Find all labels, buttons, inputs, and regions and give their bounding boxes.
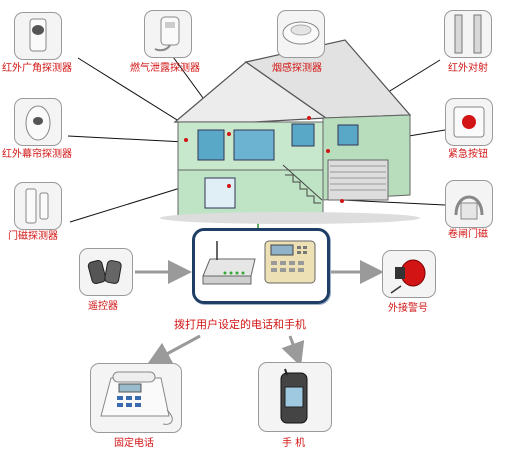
ir-wide-angle-card xyxy=(14,12,62,60)
panic-button-card xyxy=(445,98,493,146)
panic-button-icon xyxy=(453,106,485,138)
smoke-detector-icon xyxy=(282,21,320,45)
remote-label: 遥控器 xyxy=(88,301,118,312)
siren-card xyxy=(382,250,436,298)
remote-control-icon xyxy=(87,259,122,285)
smoke-card xyxy=(277,10,325,58)
door-magnet-card xyxy=(14,182,62,230)
ir-beam-detector-icon xyxy=(454,14,482,54)
mobile-phone-icon xyxy=(280,368,308,424)
gas-leak-card xyxy=(144,10,192,58)
center-caption: 拨打用户设定的电话和手机 xyxy=(174,318,306,331)
smoke-label: 烟感探测器 xyxy=(272,63,322,74)
gas-leak-label: 燃气泄露探测器 xyxy=(130,63,200,74)
mobile-card xyxy=(258,362,332,432)
landline-label: 固定电话 xyxy=(114,438,154,449)
ir-beam-card xyxy=(444,10,492,58)
ir-curtain-detector-icon xyxy=(25,105,51,141)
shutter-magnet-detector-icon xyxy=(454,195,484,220)
shutter-magnet-label: 卷闸门磁 xyxy=(448,229,488,240)
shutter-magnet-card xyxy=(445,180,493,228)
alarm-host-icon xyxy=(202,240,316,285)
ir-curtain-label: 红外幕帘探测器 xyxy=(2,149,72,160)
landline-phone-icon xyxy=(100,371,173,425)
siren-label: 外接警号 xyxy=(388,303,428,314)
ir-curtain-card xyxy=(14,98,62,146)
landline-card xyxy=(90,363,182,433)
ir-beam-label: 红外对射 xyxy=(448,63,488,74)
ir-wide-angle-label: 红外广角探测器 xyxy=(2,63,72,74)
mobile-label: 手 机 xyxy=(282,438,306,449)
remote-card xyxy=(79,248,133,296)
door-magnet-detector-icon xyxy=(25,188,49,224)
panic-button-label: 紧急按钮 xyxy=(448,149,488,160)
gas-leak-detector-icon xyxy=(154,16,180,52)
door-magnet-label: 门磁探测器 xyxy=(8,231,58,242)
ir-wide-angle-detector-icon xyxy=(29,18,47,52)
siren-icon xyxy=(390,259,426,294)
alarm-host-panel xyxy=(192,228,330,304)
